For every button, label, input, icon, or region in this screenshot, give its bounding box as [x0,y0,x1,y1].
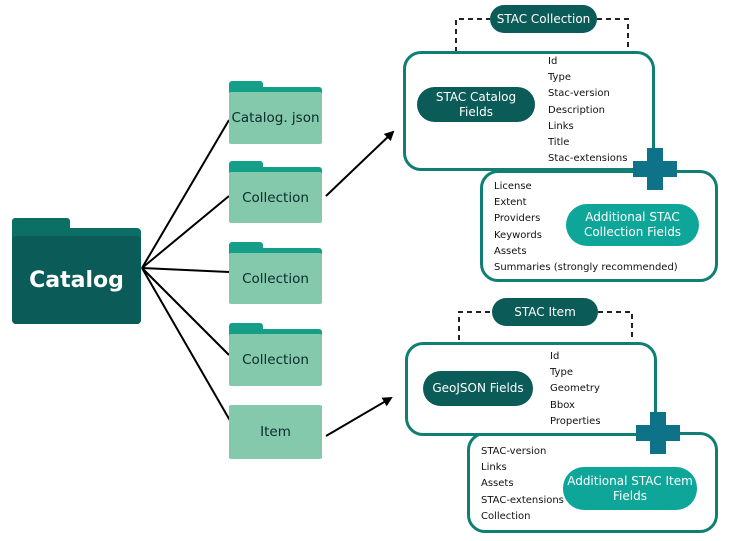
catalog-label: Catalog [29,267,124,293]
field-item: Links [481,462,507,474]
stac-catalog-fields-list: Id Type Stac-version Description Links T… [548,54,627,167]
folder-tab [229,81,263,91]
field-item: Properties [550,415,601,427]
plus-horizontal-bar [636,425,680,441]
field-item: Type [548,72,571,84]
additional-collection-fields-list: License Extent Providers Keywords Assets… [494,179,678,276]
field-item: Assets [481,478,514,490]
catalog-folder-icon[interactable]: Catalog [12,218,141,324]
edge-catalog-to-catalog-json [141,119,230,269]
catalog-folder-front: Catalog [12,236,141,324]
folder-front: Collection [229,253,322,304]
folder-catalog-json-label: Catalog. json [231,110,320,126]
dashed-bracket-collection [455,18,629,52]
folder-front: Catalog. json [229,92,322,144]
field-item: Type [550,367,573,379]
field-item: Stac-version [548,88,610,100]
field-item: Links [548,120,574,132]
stac-collection-header-label: STAC Collection [496,11,591,26]
stac-item-header: STAC Item [492,298,598,326]
edge-catalog-to-item [141,267,233,425]
folder-tab [229,323,263,333]
field-item: Collection [481,510,531,522]
folder-catalog-json-icon[interactable]: Catalog. json [229,81,322,144]
folder-collection-2-icon[interactable]: Collection [229,242,322,304]
folder-collection-3-icon[interactable]: Collection [229,323,322,386]
field-item: Extent [494,197,527,209]
field-item: Title [548,137,570,149]
dashed-bracket-item [458,311,633,340]
folder-collection-1-icon[interactable]: Collection [229,161,322,223]
plus-icon [633,148,677,190]
field-item: Id [548,56,558,67]
additional-item-fields-label: Additional STAC Item Fields [567,473,693,503]
item-document-body: Item [229,405,322,459]
stac-item-header-label: STAC Item [514,304,576,319]
item-document-icon[interactable]: Item [229,405,322,459]
field-item: Bbox [550,399,575,411]
folder-tab [229,242,263,252]
field-item: Assets [494,245,527,257]
field-item: License [494,181,532,192]
folder-front: Collection [229,172,322,223]
folder-tab [229,161,263,171]
edge-catalog-to-collection-2 [141,267,230,273]
arrow-item-to-stac-item [325,396,393,437]
field-item: Stac-extensions [548,153,628,165]
field-item: Description [548,104,605,116]
stac-catalog-fields-pill: STAC Catalog Fields [417,87,535,122]
field-item: STAC-extensions [481,494,564,506]
field-item: Geometry [550,383,600,395]
plus-icon [636,412,680,454]
field-item: Summaries (strongly recommended) [494,262,678,274]
additional-collection-fields-label: Additional STAC Collection Fields [583,210,682,239]
additional-collection-fields-pill: Additional STAC Collection Fields [566,204,699,246]
additional-item-fields-list: STAC-version Links Assets STAC-extension… [481,444,564,525]
geojson-fields-label: GeoJSON Fields [432,381,524,395]
folder-collection-3-label: Collection [242,352,309,368]
geojson-fields-pill: GeoJSON Fields [423,371,533,406]
geojson-fields-list: Id Type Geometry Bbox Properties [550,349,601,430]
field-item: STAC-version [481,446,547,457]
arrow-collection-to-stac-collection [325,130,395,197]
field-item: Id [550,351,560,362]
folder-front: Collection [229,334,322,386]
folder-collection-1-label: Collection [242,189,309,206]
stac-collection-header: STAC Collection [490,5,597,33]
item-label: Item [260,424,291,440]
stac-catalog-fields-label: STAC Catalog Fields [435,89,517,119]
plus-horizontal-bar [633,161,677,177]
edge-catalog-to-collection-3 [141,267,230,356]
additional-item-fields-pill: Additional STAC Item Fields [563,467,697,510]
edge-catalog-to-collection-1 [141,195,230,269]
field-item: Keywords [494,229,542,241]
folder-collection-2-label: Collection [242,270,309,287]
field-item: Providers [494,213,541,225]
